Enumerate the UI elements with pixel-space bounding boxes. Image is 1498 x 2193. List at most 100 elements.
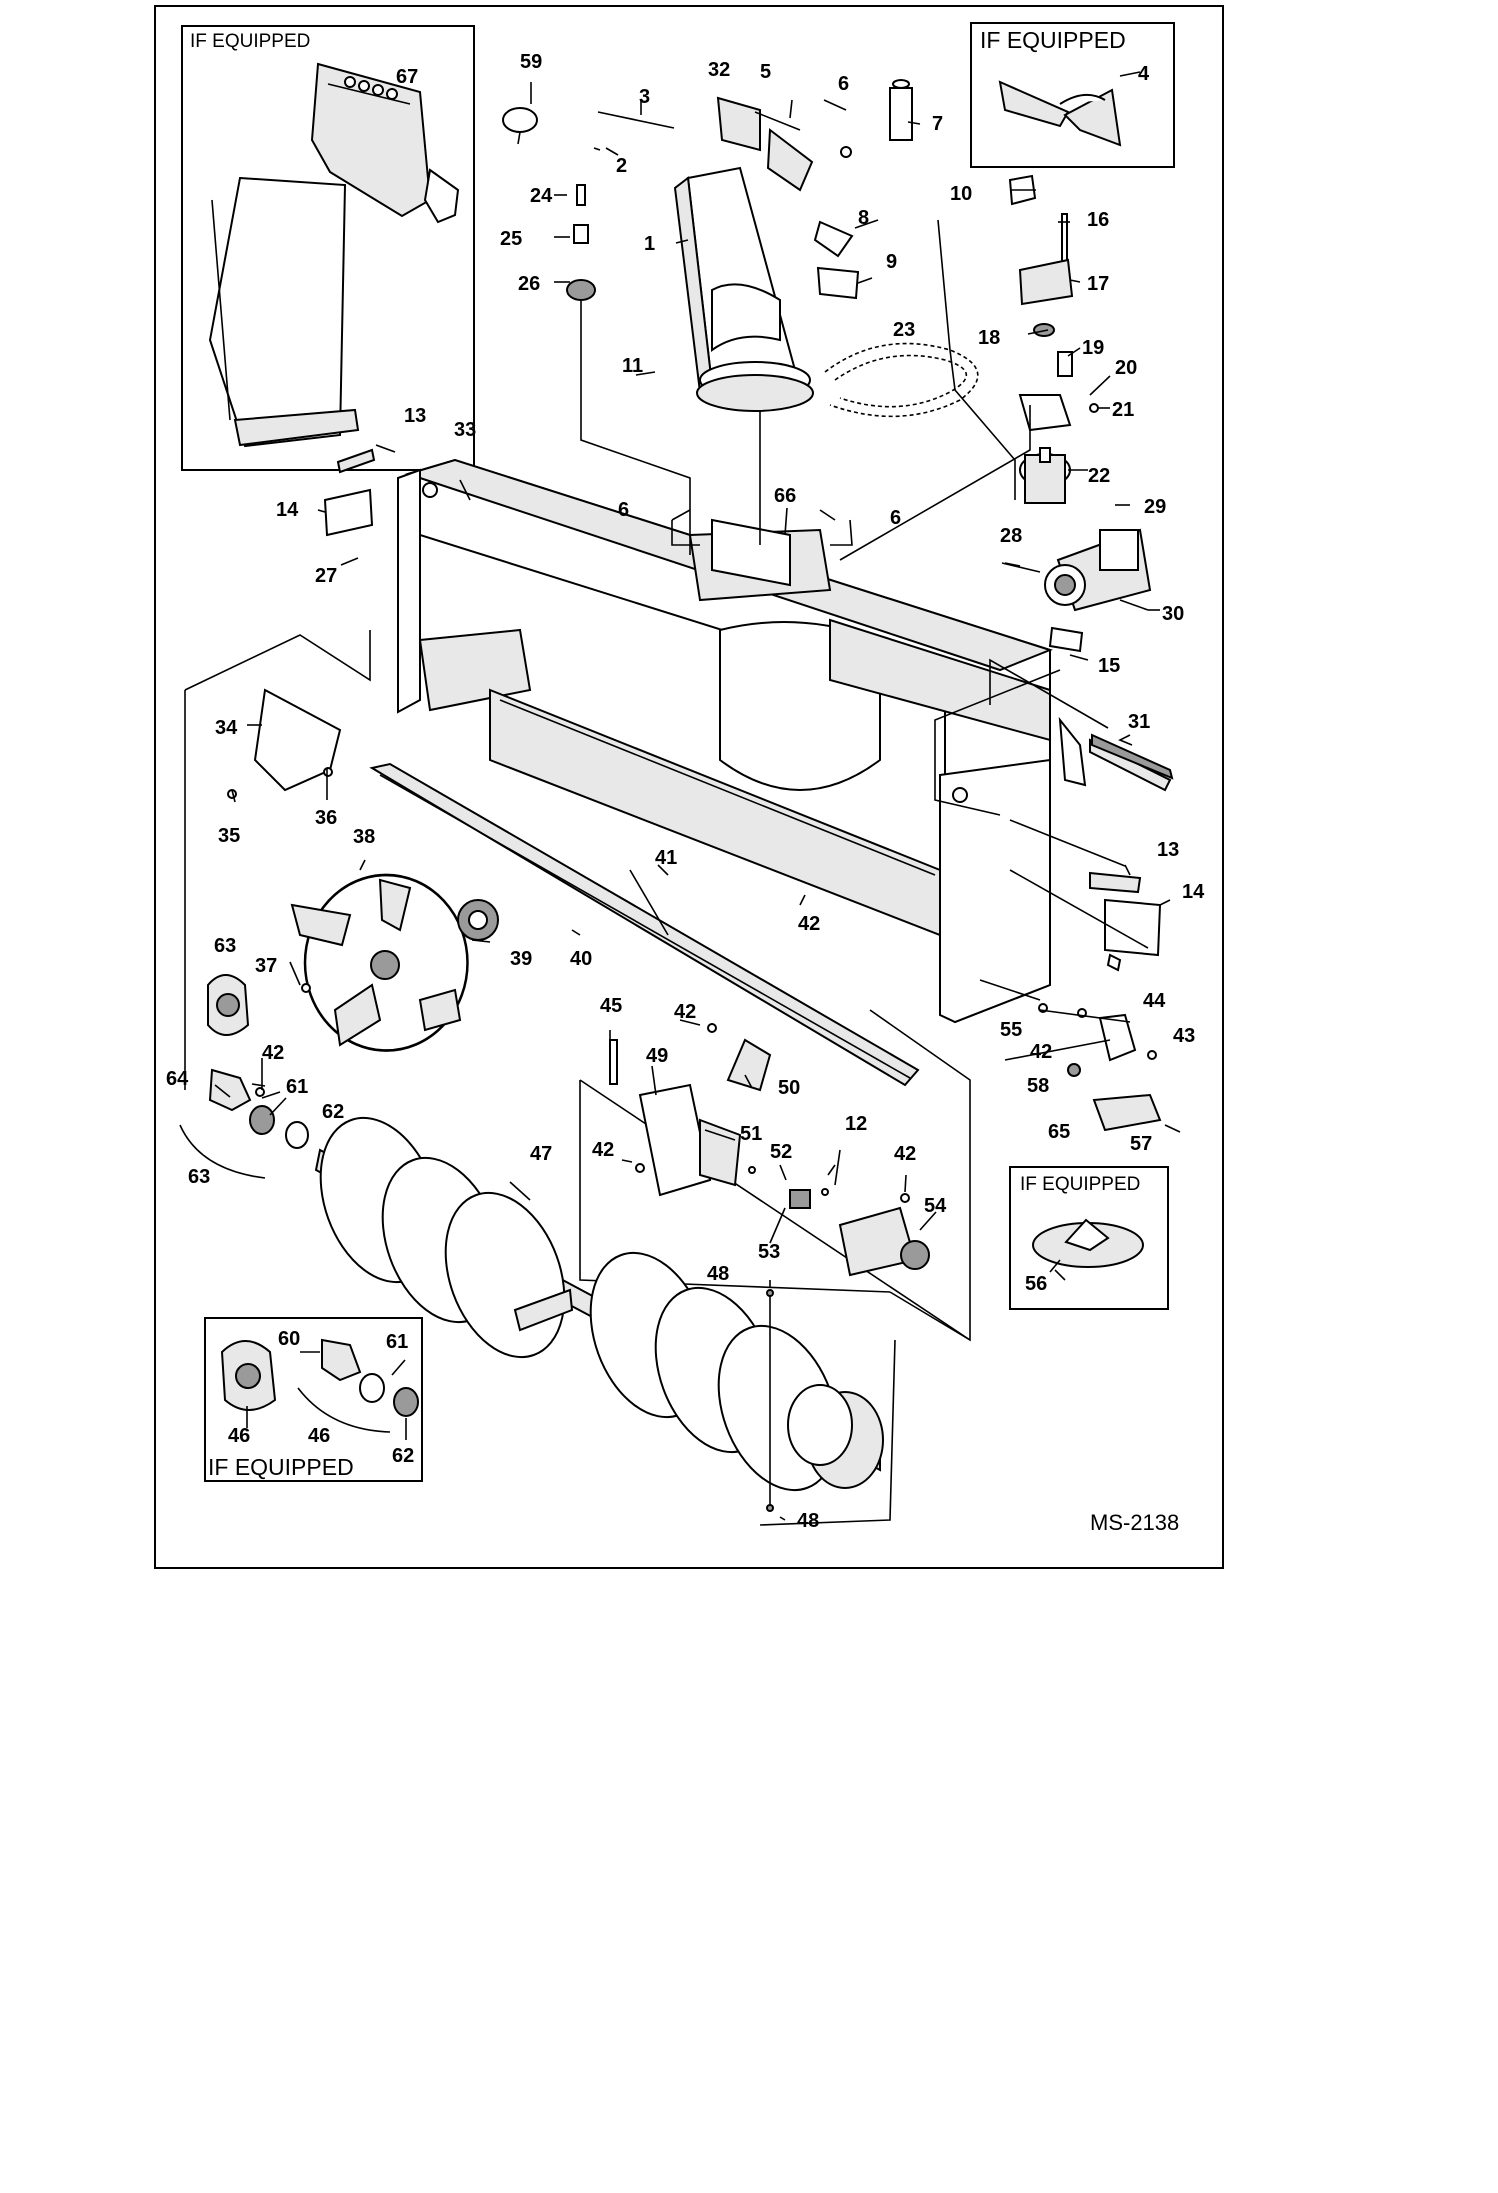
callout-7: 7 <box>932 113 943 135</box>
leader-lines <box>214 82 1171 1521</box>
callout-13: 13 <box>404 405 426 427</box>
callout-67: 67 <box>396 66 418 88</box>
callout-42: 42 <box>592 1139 614 1161</box>
callout-36: 36 <box>315 807 337 829</box>
callout-23: 23 <box>893 319 915 341</box>
callout-3: 3 <box>639 86 650 108</box>
if-equipped-label: IF EQUIPPED <box>980 27 1126 53</box>
outer-frame <box>154 5 1224 1569</box>
callout-27: 27 <box>315 565 337 587</box>
callout-54: 54 <box>924 1195 947 1217</box>
callout-30: 30 <box>1162 603 1184 625</box>
callout-9: 9 <box>886 251 897 273</box>
callout-37: 37 <box>255 955 277 977</box>
callout-53: 53 <box>758 1241 780 1263</box>
callout-32: 32 <box>708 59 730 81</box>
callout-44: 44 <box>1143 990 1166 1012</box>
callout-60: 60 <box>278 1328 300 1350</box>
callout-59: 59 <box>520 51 542 73</box>
callout-46: 46 <box>308 1425 330 1447</box>
callout-5: 5 <box>760 61 771 83</box>
callout-20: 20 <box>1115 357 1137 379</box>
group-outline-mount <box>579 1080 891 1293</box>
inset-box-bottom-left: IF EQUIPPED <box>204 1317 423 1482</box>
inset-box-top-left: IF EQUIPPED <box>181 25 475 471</box>
callout-48: 48 <box>797 1510 819 1532</box>
callout-35: 35 <box>218 825 240 847</box>
callout-46: 46 <box>228 1425 250 1447</box>
impeller <box>290 873 469 1052</box>
decal-31 <box>1091 733 1174 780</box>
discharge-chute <box>673 166 814 412</box>
callout-42: 42 <box>674 1001 696 1023</box>
callout-28: 28 <box>1000 525 1022 547</box>
if-equipped-label: IF EQUIPPED <box>1020 1174 1140 1195</box>
if-equipped-label: IF EQUIPPED <box>190 31 310 52</box>
callout-62: 62 <box>322 1101 344 1123</box>
decal-14-right <box>1104 898 1162 957</box>
callout-43: 43 <box>1173 1025 1195 1047</box>
callout-41: 41 <box>655 847 677 869</box>
drawing-code: MS-2138 <box>1090 1510 1179 1535</box>
callout-22: 22 <box>1088 465 1110 487</box>
inset-box-right: IF EQUIPPED <box>1009 1166 1169 1310</box>
callout-42: 42 <box>798 913 820 935</box>
callout-14: 14 <box>1182 881 1205 903</box>
hydraulic-motor <box>1001 528 1152 612</box>
callout-47: 47 <box>530 1143 552 1165</box>
callout-34: 34 <box>215 717 238 739</box>
callout-38: 38 <box>353 826 375 848</box>
callout-15: 15 <box>1098 655 1120 677</box>
callout-58: 58 <box>1027 1075 1049 1097</box>
callout-2: 2 <box>616 155 627 177</box>
inset-box-top-right: IF EQUIPPED <box>970 22 1175 168</box>
drive-chain <box>824 342 979 418</box>
decal-14-left <box>323 488 374 537</box>
callout-6: 6 <box>838 73 849 95</box>
callout-42: 42 <box>894 1143 916 1165</box>
callout-62: 62 <box>392 1445 414 1467</box>
side-plate <box>253 688 342 792</box>
auger-assembly <box>314 1116 884 1512</box>
callout-25: 25 <box>500 228 522 250</box>
callout-4: 4 <box>1138 63 1150 85</box>
group-outline-frame <box>184 630 371 691</box>
callout-6: 6 <box>890 507 901 529</box>
callout-31: 31 <box>1128 711 1150 733</box>
callout-63: 63 <box>214 935 236 957</box>
callout-39: 39 <box>510 948 532 970</box>
skid-shoe-parts <box>1038 1003 1181 1133</box>
callout-16: 16 <box>1087 209 1109 231</box>
callout-33: 33 <box>454 419 476 441</box>
callout-49: 49 <box>646 1045 668 1067</box>
callout-26: 26 <box>518 273 540 295</box>
callout-64: 64 <box>166 1068 189 1090</box>
callout-51: 51 <box>740 1123 762 1145</box>
group-outline-auger <box>759 1339 896 1526</box>
callout-48: 48 <box>707 1263 729 1285</box>
callout-42: 42 <box>1030 1041 1052 1063</box>
callout-52: 52 <box>770 1141 792 1163</box>
callout-61: 61 <box>286 1076 308 1098</box>
callout-61: 61 <box>386 1331 408 1353</box>
decal-13-left <box>336 448 376 474</box>
decal-15 <box>1048 626 1084 653</box>
callout-56: 56 <box>1025 1273 1047 1295</box>
callout-57: 57 <box>1130 1133 1152 1155</box>
callout-40: 40 <box>570 948 592 970</box>
callout-labels: 59 32 5 6 3 7 2 24 4 10 16 25 1 8 9 17 2… <box>166 51 1205 1532</box>
callout-24: 24 <box>530 185 553 207</box>
callout-65: 65 <box>1048 1121 1070 1143</box>
callout-29: 29 <box>1144 496 1166 518</box>
callout-12: 12 <box>845 1113 867 1135</box>
callout-13: 13 <box>1157 839 1179 861</box>
callout-45: 45 <box>600 995 622 1017</box>
decal-13-right <box>1089 871 1142 894</box>
callout-1: 1 <box>644 233 655 255</box>
callout-55: 55 <box>1000 1019 1022 1041</box>
callout-19: 19 <box>1082 337 1104 359</box>
callout-6: 6 <box>618 499 629 521</box>
callout-8: 8 <box>858 207 869 229</box>
callout-10: 10 <box>950 183 972 205</box>
